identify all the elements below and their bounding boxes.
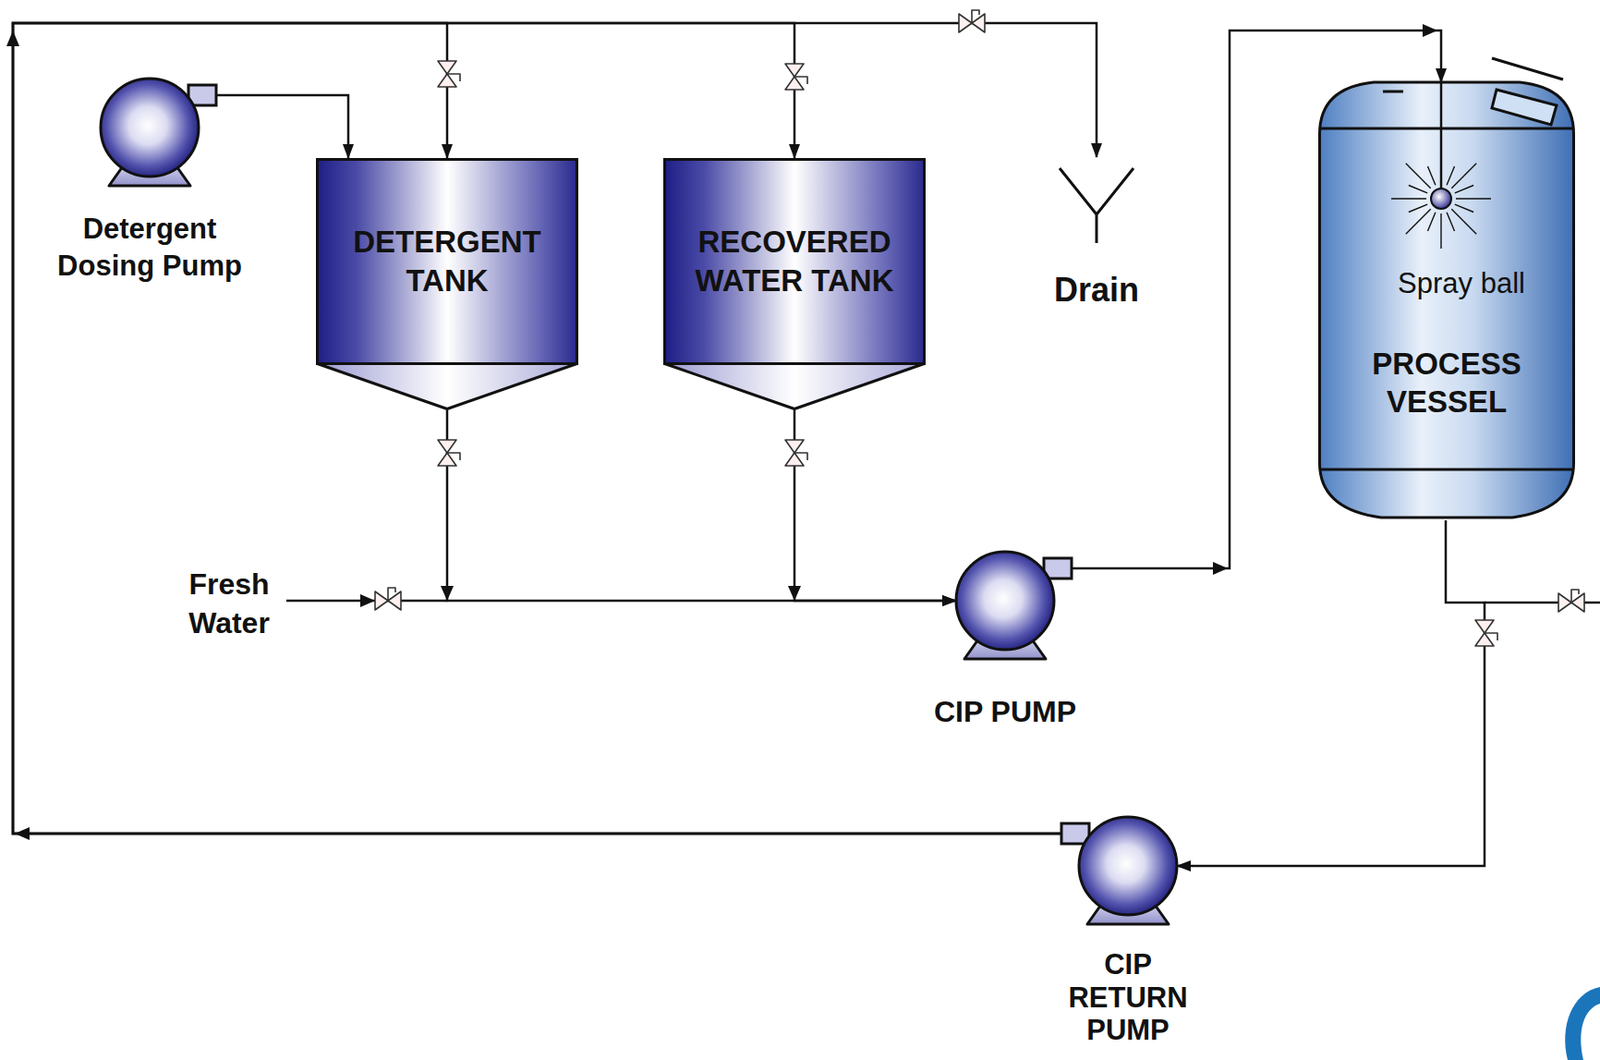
tank-label: RECOVERED WATER TANK [678, 222, 910, 300]
recovered-water-tank: RECOVERED WATER TANK [663, 157, 926, 411]
valve-symbol [785, 63, 804, 90]
pipe-connector [12, 23, 1097, 834]
pipe-connector [12, 23, 1062, 834]
fresh-water-pipe [286, 599, 448, 603]
tank-label: DETERGENT TANK [331, 222, 563, 300]
tank-outline [663, 157, 926, 411]
pump-nozzle [188, 84, 217, 106]
process-vessel: Spray ballPROCESS VESSEL [1318, 76, 1576, 521]
valve-actuator [971, 10, 980, 24]
inlet-label: Fresh Water [178, 565, 280, 643]
valve-symbol [437, 60, 457, 87]
spray-pipe [1440, 82, 1443, 189]
pump-nozzle [1061, 823, 1090, 844]
valve-symbol [785, 439, 804, 466]
valve-symbol [1558, 593, 1585, 612]
valve-symbol [958, 13, 985, 33]
flow-arrow [787, 585, 801, 601]
pump-base [109, 157, 191, 186]
valve-symbol [437, 439, 457, 466]
cip-return-pump: CIP RETURN PUMP [1054, 810, 1202, 1047]
valve-actuator [447, 73, 461, 82]
valve-symbol [1475, 619, 1494, 646]
pump-symbol [1054, 810, 1202, 926]
manway [1491, 89, 1557, 125]
dosing-pump: Detergent Dosing Pump [38, 72, 261, 286]
pump-base [964, 630, 1046, 659]
tank-body [665, 159, 925, 364]
pipe-connector [794, 410, 957, 601]
flow-arrow [14, 826, 30, 840]
detergent-tank: DETERGENT TANK [315, 157, 579, 411]
valve-actuator [794, 76, 808, 85]
valve-actuator [387, 587, 396, 601]
pump-label: CIP RETURN PUMP [1054, 947, 1202, 1047]
pump-base [1087, 895, 1169, 924]
flow-arrow [6, 30, 20, 47]
valve-actuator [1571, 589, 1579, 603]
flow-arrow [1422, 24, 1438, 37]
valve-actuator [447, 452, 461, 461]
manway-lid [1491, 58, 1564, 80]
tank-body [317, 159, 578, 364]
pump-label: CIP PUMP [903, 692, 1107, 730]
pump-nozzle [1043, 557, 1072, 579]
drain-symbol-shape [1031, 157, 1162, 250]
pump-symbol [75, 72, 224, 188]
vessel-label: PROCESS VESSEL [1340, 344, 1553, 422]
flow-arrow [440, 585, 454, 601]
pipe-connector [1071, 30, 1442, 569]
pipe-connector [12, 23, 1062, 834]
drain-symbol: Drain [1031, 157, 1162, 314]
valve-symbol [375, 591, 401, 610]
spray-ball-label: Spray ball [1350, 266, 1573, 303]
vessel-outline [1318, 76, 1576, 521]
tank-cone [665, 363, 925, 410]
spray-rays [1391, 148, 1491, 249]
logo-mark [1564, 986, 1600, 1060]
pump-casing [956, 551, 1055, 650]
vessel-seam [1320, 128, 1574, 470]
bypass-pipe [1484, 601, 1600, 605]
drain-label: Drain [1031, 269, 1162, 310]
pump-casing [100, 78, 199, 177]
spray-ball [1430, 188, 1452, 209]
tank-cone [317, 363, 578, 410]
pipe-connector [447, 410, 957, 601]
flow-arrow [1212, 561, 1228, 575]
pipe-connector [1176, 520, 1485, 866]
tank-outline [315, 157, 579, 411]
valve-actuator [1484, 632, 1498, 641]
pump-symbol [931, 545, 1079, 661]
pipe-connector [216, 95, 349, 158]
vessel-body [1320, 82, 1575, 518]
flow-arrow [360, 593, 376, 607]
cip-pump: CIP PUMP [903, 545, 1107, 730]
drain-funnel [1059, 168, 1134, 243]
pump-casing [1078, 816, 1177, 915]
valve-actuator [794, 452, 808, 461]
pump-label: Detergent Dosing Pump [38, 210, 261, 286]
vessel-nozzle-mark [1382, 90, 1404, 94]
